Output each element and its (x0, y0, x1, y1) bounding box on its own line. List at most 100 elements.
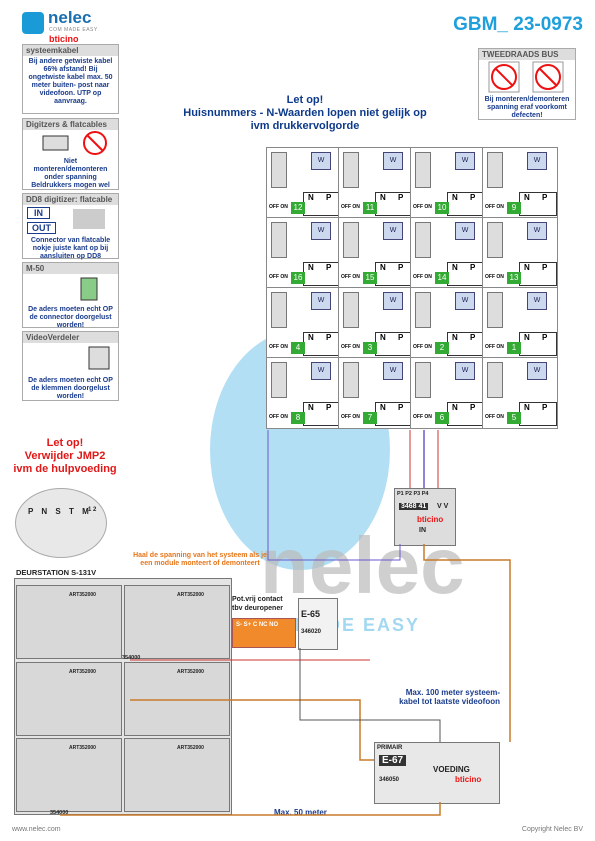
apartment-number: 8 (291, 412, 305, 424)
module-art: ART352000 (177, 745, 204, 751)
connector-icon (73, 209, 105, 229)
videofoon-screen: W (527, 362, 547, 380)
jmp-labels: 1 2 (88, 507, 97, 513)
off-on-label: OFF ON (413, 204, 432, 210)
distributor-code: 3468 41 (399, 503, 429, 510)
videofoon-screen: W (383, 222, 403, 240)
warning-left-line1: Let op! (46, 437, 84, 449)
off-on-label: OFF ON (485, 274, 504, 280)
note-title: systeemkabel (23, 45, 118, 56)
n-label: N (452, 333, 458, 342)
footer-url: www.nelec.com (12, 826, 61, 833)
off-on-label: OFF ON (485, 414, 504, 420)
n-label: N (524, 333, 530, 342)
p-label: P (542, 263, 548, 272)
brand-logo-icon (22, 12, 44, 34)
deurstation-module: ART352000 (16, 738, 122, 812)
p-label: P (470, 333, 476, 342)
n-label: N (380, 403, 386, 412)
apartment-number: 14 (435, 272, 449, 284)
n-label: N (308, 403, 314, 412)
p-label: P (326, 263, 332, 272)
voeding-module: PRIMAIR E-67 VOEDING 346050 bticino (374, 742, 500, 804)
off-on-label: OFF ON (269, 274, 288, 280)
deurstation-module: ART352000 (124, 585, 230, 659)
p-label: P (470, 193, 476, 202)
off-on-label: OFF ON (485, 344, 504, 350)
apartment-number: 2 (435, 342, 449, 354)
contact-module: S- S+ C NC NO (232, 618, 296, 648)
apartment-number: 1 (507, 342, 521, 354)
warning-left: Let op! Verwijder JMP2 ivm de hulpvoedin… (10, 437, 120, 476)
module-art: ART352000 (69, 592, 96, 598)
bus-module (487, 222, 503, 258)
n-label: N (524, 193, 530, 202)
videofoon-screen: W (455, 292, 475, 310)
apartment-number: 7 (363, 412, 377, 424)
deurstation-title: DEURSTATION S-131V (16, 568, 97, 577)
cable-code-bottom: 354000 (50, 810, 69, 816)
videofoon-screen: W (455, 362, 475, 380)
distributor-vv: V V (437, 503, 449, 510)
p-label: P (542, 403, 548, 412)
p-label: P (470, 263, 476, 272)
note-text: Bij andere getwiste kabel 66% afstand! B… (28, 58, 113, 105)
n-label: N (380, 333, 386, 342)
module-art: ART352000 (177, 669, 204, 675)
note-text: Bij monteren/demonteren spanning eraf vo… (484, 96, 570, 119)
bus-module (271, 222, 287, 258)
n-label: N (452, 193, 458, 202)
n-label: N (524, 263, 530, 272)
videoverdeler-346841: P1 P2 P3 P4 3468 41 V V bticino IN (394, 488, 456, 546)
off-on-label: OFF ON (413, 414, 432, 420)
off-on-label: OFF ON (413, 274, 432, 280)
p-label: P (326, 403, 332, 412)
n-label: N (452, 263, 458, 272)
bticino-logo: bticino (49, 34, 79, 44)
n-label: N (452, 403, 458, 412)
distributor-in: IN (419, 527, 426, 534)
apartment-number: 12 (291, 202, 305, 214)
apartment-number: 10 (435, 202, 449, 214)
bus-module (343, 222, 359, 258)
note-text: De aders moeten echt OP de klemmen doorg… (28, 377, 113, 400)
contact-title1: Pot.vrij contact (232, 596, 283, 603)
off-on-label: OFF ON (341, 204, 360, 210)
note-text: Niet monteren/demonteren onder spanning … (31, 158, 110, 189)
module-art: ART352000 (177, 592, 204, 598)
videofoon-screen: W (383, 362, 403, 380)
note-title: TWEEDRAADS BUS (479, 49, 575, 60)
off-on-label: OFF ON (269, 414, 288, 420)
cable-note: Max. 100 meter systeem- kabel tot laatst… (388, 688, 500, 706)
terminal-zoom: P N S T M 1 2 (15, 488, 107, 558)
p-label: P (470, 403, 476, 412)
apartment-number: 4 (291, 342, 305, 354)
n-label: N (308, 263, 314, 272)
e65-title: E-65 (301, 609, 321, 619)
videofoon-screen: W (311, 362, 331, 380)
e65-code: 346020 (301, 629, 322, 635)
videoverdeler-icon (23, 343, 118, 375)
videofoon-screen: W (311, 292, 331, 310)
apartment-number: 3 (363, 342, 377, 354)
videofoon-screen: W (527, 292, 547, 310)
apartment-number: 9 (507, 202, 521, 214)
videofoon-screen: W (527, 222, 547, 240)
doc-code: GBM_ 23-0973 (453, 14, 583, 35)
bus-module (343, 292, 359, 328)
apartment-number: 13 (507, 272, 521, 284)
n-label: N (380, 263, 386, 272)
note-title: Digitzers & flatcables (23, 119, 118, 130)
off-on-label: OFF ON (413, 344, 432, 350)
off-on-label: OFF ON (341, 344, 360, 350)
warning-top-line1: Let op! (286, 94, 324, 106)
off-on-label: OFF ON (341, 414, 360, 420)
